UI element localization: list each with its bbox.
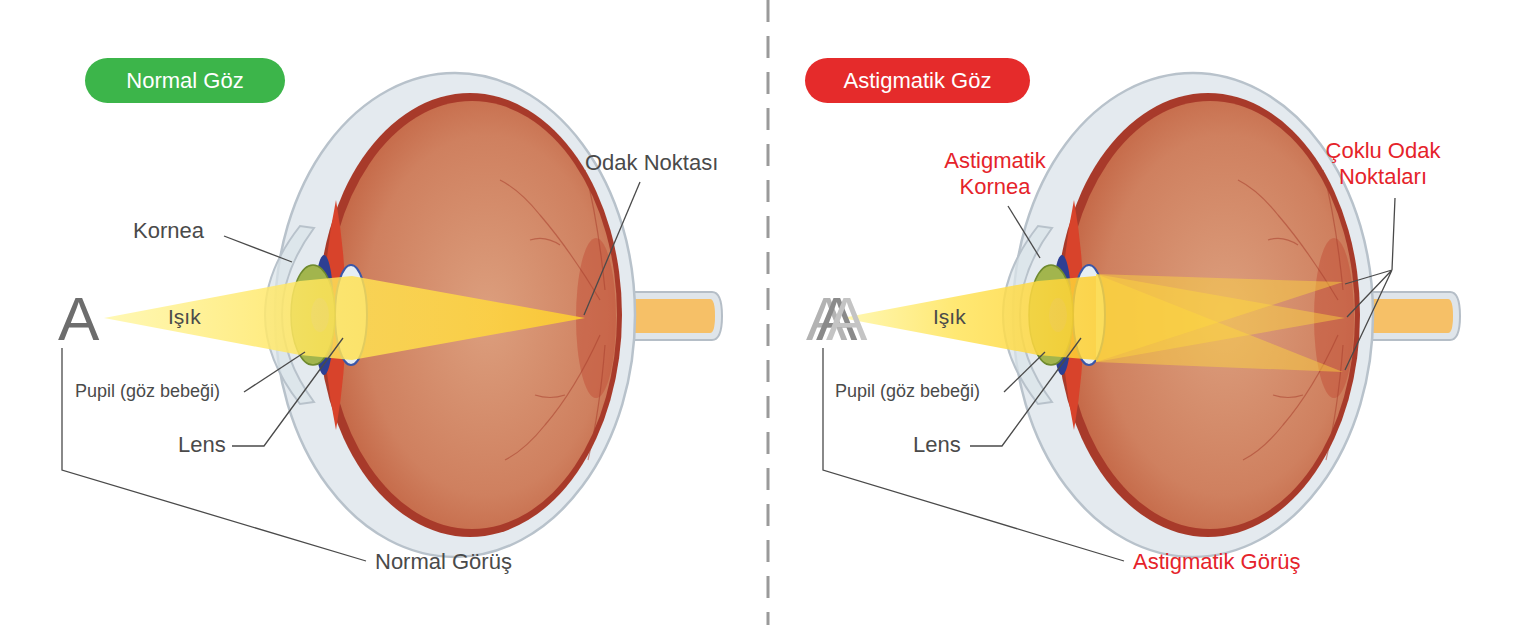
pill-title: Astigmatik Göz (844, 68, 992, 94)
part-label: Işık (933, 304, 966, 329)
part-label: Lens (178, 432, 226, 458)
sample-letter: A (58, 288, 99, 350)
leader-line (244, 352, 305, 392)
leader-line (584, 182, 640, 315)
light-beam-split (1096, 274, 1345, 362)
leader-line (1345, 198, 1395, 370)
leader-line (62, 348, 366, 561)
leader-line (1004, 352, 1045, 392)
part-label: Astigmatik Kornea (925, 148, 1065, 201)
leader-line (823, 348, 1124, 561)
sample-letter: A (826, 288, 867, 350)
pill-title: Normal Göz (126, 68, 243, 94)
light-beam (104, 276, 585, 360)
part-label: Odak Noktası (585, 150, 718, 176)
part-label: Normal Görüş (375, 549, 512, 575)
part-label: Kornea (133, 218, 204, 244)
part-label: Çoklu Odak Noktaları (1298, 138, 1468, 191)
part-label: Lens (913, 432, 961, 458)
leader-line (232, 338, 343, 446)
title-pill: Normal Göz (85, 58, 285, 103)
title-pill: Astigmatik Göz (805, 58, 1030, 103)
part-label: Astigmatik Görüş (1133, 549, 1301, 575)
part-label: Pupil (göz bebeği) (75, 381, 220, 403)
part-label: Işık (168, 304, 201, 329)
part-label: Pupil (göz bebeği) (835, 381, 980, 403)
leader-line (1008, 206, 1040, 258)
leader-lines (62, 182, 1395, 561)
divider (767, 0, 770, 625)
light-beam-split (1096, 274, 1343, 362)
light-beam (842, 276, 1096, 360)
leader-line (970, 338, 1081, 446)
leader-line (224, 236, 292, 262)
